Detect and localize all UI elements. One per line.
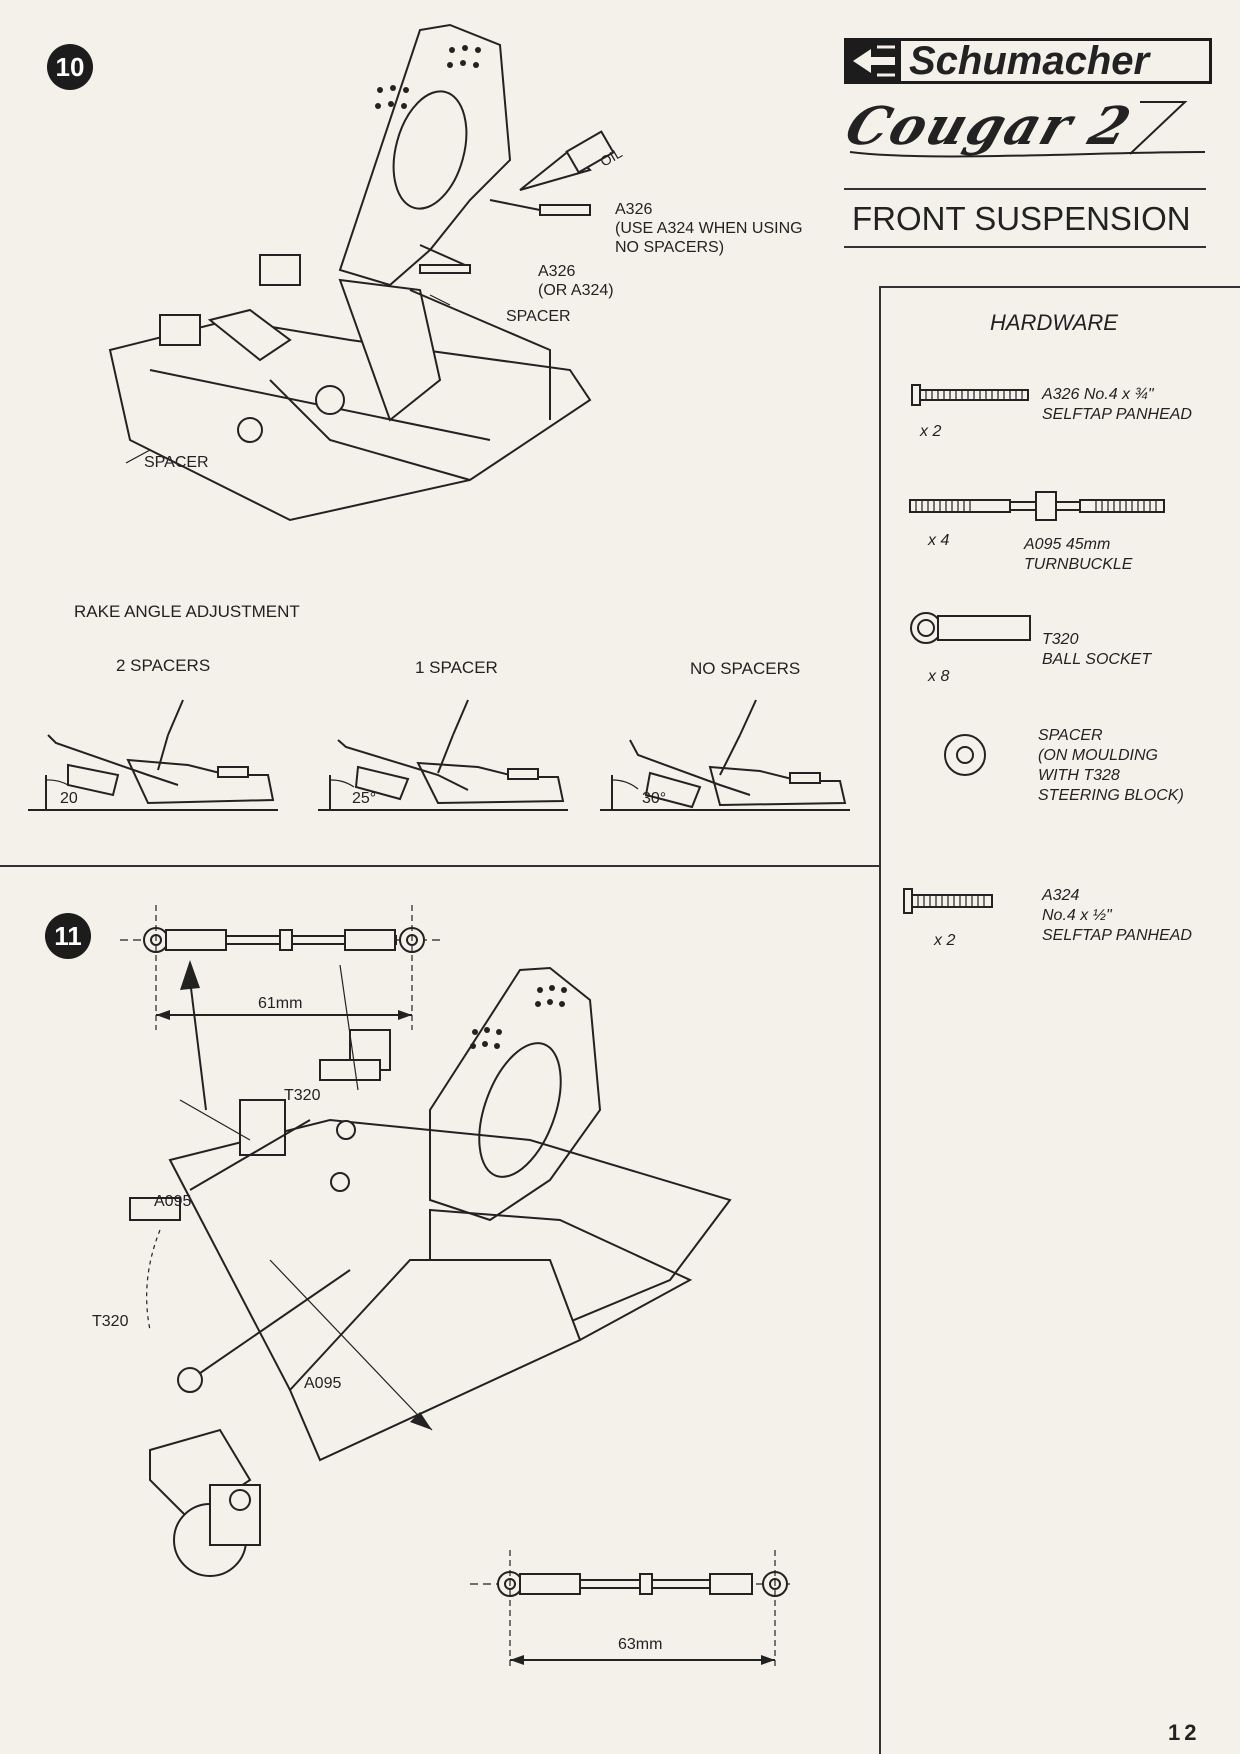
step-10-suspension-diagram	[108, 23, 615, 522]
dimension-63mm: 63mm	[618, 1636, 663, 1653]
step-10-number: 10	[55, 51, 85, 82]
rake-diagram-3	[600, 699, 850, 811]
ball-socket-icon	[910, 612, 1031, 644]
short-screw-icon	[903, 888, 993, 914]
rake-angle-2: 25°	[352, 790, 377, 807]
turnbuckle-61mm-diagram	[120, 905, 440, 1030]
hardware-item-3-line2: BALL SOCKET	[1042, 651, 1152, 668]
rake-label-1: 2 SPACERS	[116, 656, 211, 675]
hardware-item-5: A324 No.4 x ½" SELFTAP PANHEAD	[1042, 886, 1192, 946]
brand-name: Schumacher	[909, 38, 1150, 83]
section-title: FRONT SUSPENSION	[852, 200, 1191, 237]
hardware-item-3-line1: T320	[1042, 631, 1079, 648]
hardware-item-2-line1: A095 45mm	[1024, 536, 1111, 553]
rake-diagram-2	[318, 699, 568, 811]
a095-mid-label: A095	[304, 1375, 342, 1392]
a095-left-label: A095	[154, 1193, 192, 1210]
turnbuckle-63mm-diagram	[470, 1550, 790, 1670]
rake-title: RAKE ANGLE ADJUSTMENT	[74, 602, 300, 621]
dimension-61mm: 61mm	[258, 995, 303, 1012]
hardware-qty-5: x 2	[934, 932, 956, 949]
rake-label-3: NO SPACERS	[690, 659, 801, 678]
page-number: 12	[1168, 1720, 1201, 1745]
hardware-title: HARDWARE	[990, 310, 1118, 335]
brand-logo: Schumacher	[844, 38, 1212, 84]
rake-angle-1: 20	[60, 790, 78, 807]
rake-angle-3: 30°	[642, 790, 667, 807]
a326-label-note1: (USE A324 WHEN USING	[615, 220, 803, 237]
hardware-item-1: A326 No.4 x ¾" SELFTAP PANHEAD	[1042, 385, 1192, 425]
a326-label-main: A326	[615, 201, 653, 218]
hardware-item-4-line3: WITH T328	[1038, 767, 1120, 784]
hardware-item-4-line4: STEERING BLOCK)	[1038, 787, 1184, 804]
hardware-item-4: SPACER (ON MOULDING WITH T328 STEERING B…	[1038, 726, 1184, 806]
step-10-badge: 10	[47, 44, 93, 90]
screw-icon	[911, 384, 1029, 406]
step-11-number: 11	[54, 920, 82, 951]
title-rule-bottom	[844, 246, 1206, 248]
hardware-item-2-line2: TURNBUCKLE	[1024, 556, 1133, 573]
hardware-qty-1: x 2	[920, 423, 942, 440]
a326-second-label: A326 (OR A324)	[538, 262, 614, 300]
model-swoosh-icon	[849, 101, 1206, 158]
hardware-qty-3: x 8	[928, 668, 950, 685]
step-11-steering-diagram	[129, 960, 732, 1577]
hardware-item-2: A095 45mm TURNBUCKLE	[1024, 535, 1132, 575]
t320-top-label: T320	[284, 1087, 321, 1104]
hardware-qty-2: x 4	[928, 532, 950, 549]
hardware-panel	[879, 286, 1240, 1754]
a326-label: A326 (USE A324 WHEN USING NO SPACERS)	[615, 200, 803, 257]
spacer-label-right: SPACER	[506, 308, 571, 325]
spacer-label-left: SPACER	[144, 454, 209, 471]
hardware-item-4-line2: (ON MOULDING	[1038, 747, 1158, 764]
a326-second-label-note: (OR A324)	[538, 282, 614, 299]
hardware-item-1-line2: SELFTAP PANHEAD	[1042, 406, 1192, 423]
rake-label-2: 1 SPACER	[415, 658, 498, 677]
title-rule-top	[844, 188, 1206, 190]
section-divider	[0, 865, 879, 867]
brand-flag-icon	[847, 41, 901, 81]
hardware-item-5-line2: No.4 x ½"	[1042, 907, 1112, 924]
step-11-badge: 11	[45, 913, 91, 959]
rake-diagram-1	[28, 699, 278, 811]
a326-second-label-main: A326	[538, 263, 576, 280]
hardware-item-5-line1: A324	[1042, 887, 1080, 904]
hardware-item-4-line1: SPACER	[1038, 727, 1103, 744]
t320-left-label: T320	[92, 1313, 129, 1330]
hardware-item-1-line1: A326 No.4 x ¾"	[1042, 386, 1154, 403]
turnbuckle-icon	[909, 491, 1165, 521]
a326-label-note2: NO SPACERS)	[615, 239, 725, 256]
hardware-item-3: T320 BALL SOCKET	[1042, 630, 1151, 670]
hardware-item-5-line3: SELFTAP PANHEAD	[1042, 927, 1192, 944]
spacer-icon	[944, 734, 986, 776]
